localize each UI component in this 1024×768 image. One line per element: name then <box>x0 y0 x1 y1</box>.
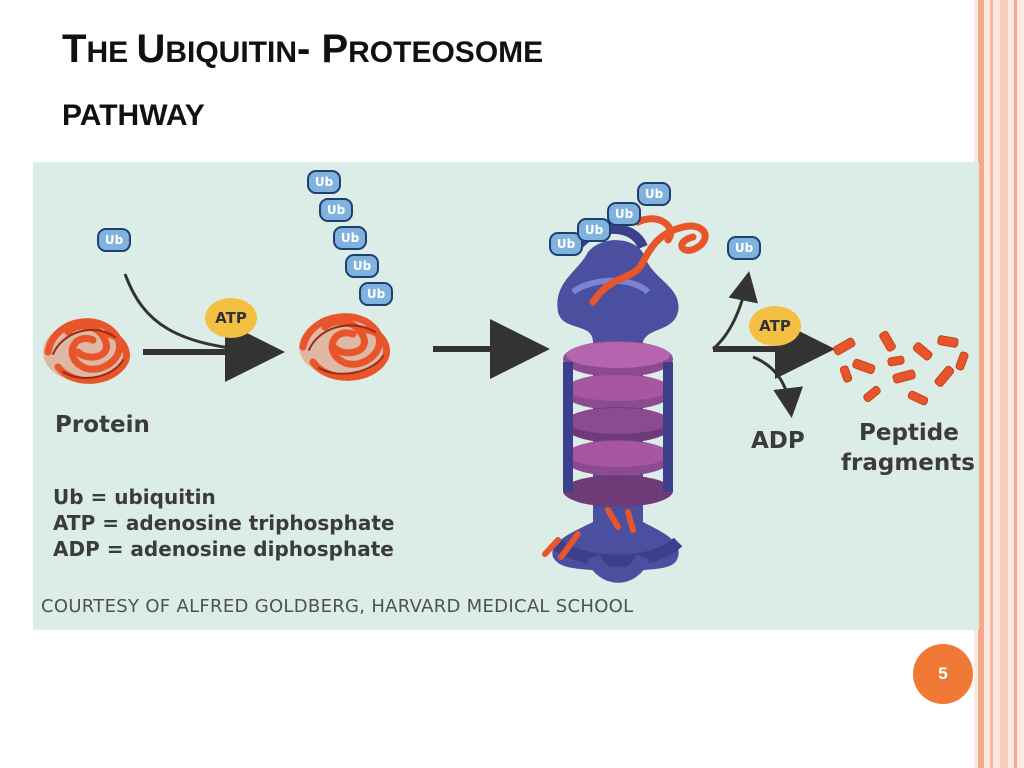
ub-chain-tag-4: Ub <box>345 254 379 278</box>
protein-blob-2 <box>299 313 390 381</box>
ub-chain-tag-5: Ub <box>359 282 393 306</box>
title-word-1-cap: T <box>62 27 87 71</box>
ub-tag-free: Ub <box>97 228 131 252</box>
ub-proteasome-tag-4: Ub <box>637 182 671 206</box>
ub-chain-tag-2: Ub <box>319 198 353 222</box>
legend-item-atp: ATP = adenosine triphosphate <box>53 511 395 535</box>
image-credit: COURTESY OF ALFRED GOLDBERG, HARVARD MED… <box>41 596 634 617</box>
ub-release-arrow <box>712 271 758 351</box>
title-line-2: PATHWAY <box>62 99 205 132</box>
atp-bubble-1: ATP <box>205 298 257 338</box>
pathway-figure: Ub Ub Ub Ub Ub Ub Ub Ub Ub Ub Ub ATP ATP… <box>33 162 979 630</box>
abbreviation-legend: Ub = ubiquitin ATP = adenosine triphosph… <box>53 484 394 562</box>
protein-label: Protein <box>55 412 150 438</box>
ub-proteasome-tag-3: Ub <box>607 202 641 226</box>
title-line-1: THE UBIQUITIN- PROTEOSOME <box>62 20 902 87</box>
slide-title: THE UBIQUITIN- PROTEOSOME PATHWAY <box>62 20 902 145</box>
side-stripes-decoration <box>974 0 1024 768</box>
page-number-badge: 5 <box>913 644 973 704</box>
title-word-3-rest: ROTEOSOME <box>348 36 544 69</box>
ub-released-tag: Ub <box>727 236 761 260</box>
ub-proteasome-tag-2: Ub <box>577 218 611 242</box>
ub-chain-tag-1: Ub <box>307 170 341 194</box>
peptide-label-line-1: Peptide <box>859 420 959 446</box>
title-word-2-cap: U <box>136 27 166 71</box>
title-word-1-rest: HE <box>86 36 137 69</box>
ub-chain-tag-3: Ub <box>333 226 367 250</box>
title-word-3-cap: - P <box>297 27 349 71</box>
peptide-fragments <box>833 330 969 406</box>
protein-strand-bottom <box>542 507 636 560</box>
adp-release-arrow <box>752 355 804 418</box>
protein-blob-1 <box>43 318 130 384</box>
legend-item-adp: ADP = adenosine diphosphate <box>53 537 394 561</box>
protein-strand-top <box>589 215 709 306</box>
atp-bubble-2: ATP <box>749 306 801 346</box>
peptide-label-line-2: fragments <box>841 450 975 476</box>
adp-label: ADP <box>751 428 805 454</box>
ub-proteasome-tag-1: Ub <box>549 232 583 256</box>
title-word-2-rest: BIQUITIN <box>165 36 298 69</box>
legend-item-ub: Ub = ubiquitin <box>53 485 216 509</box>
